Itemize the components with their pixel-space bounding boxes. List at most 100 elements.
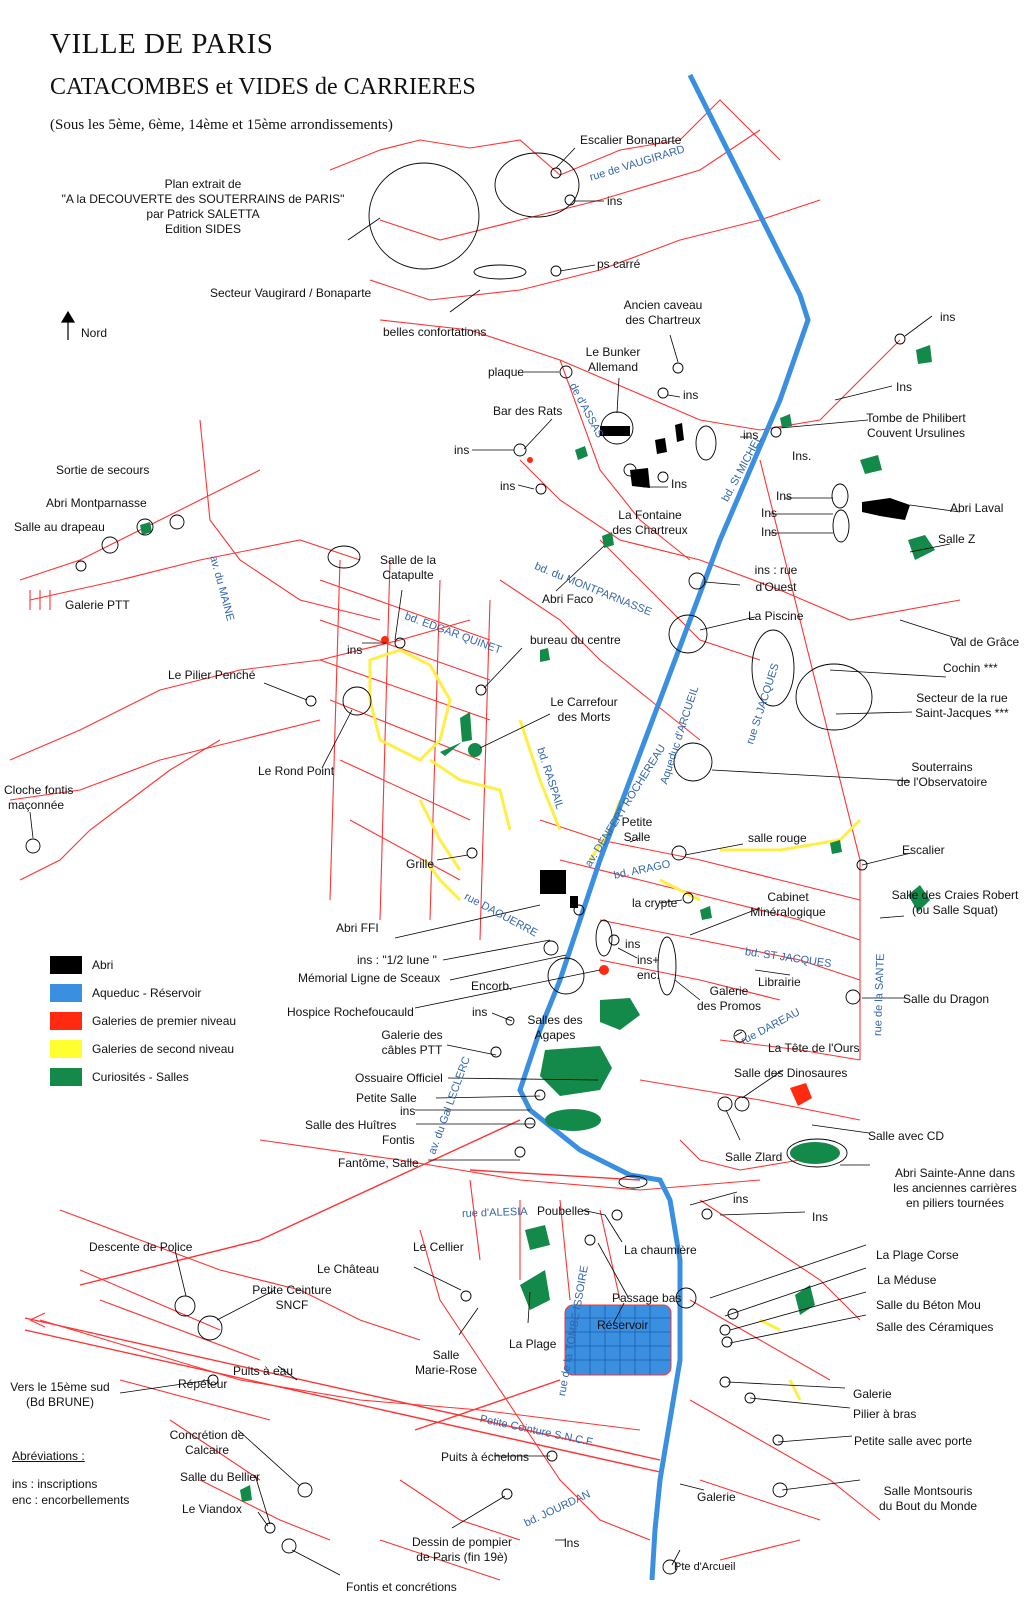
label-ins-left: ins (500, 479, 516, 493)
label-ins-laval-2: Ins (761, 506, 778, 520)
label-petite-salle: Petite Salle (356, 1091, 417, 1105)
label-petite-salle-porte: Petite salle avec porte (854, 1434, 973, 1448)
label-fontaine-2: des Chartreux (612, 523, 688, 537)
legend-item-second-level: Galeries de second niveau (50, 1039, 234, 1059)
label-craies-1: Salle des Craies Robert (891, 888, 1019, 902)
label-cochin: Cochin *** (943, 661, 998, 675)
label-carrefour-1: Le Carrefour (550, 695, 618, 709)
reservoir-grid (564, 1304, 672, 1376)
legend-swatch-first-level (50, 1012, 82, 1030)
label-marie-rose-1: Salle (432, 1348, 460, 1362)
label-fontaine-1: La Fontaine (618, 508, 682, 522)
label-la-piscine: La Piscine (748, 609, 804, 623)
label-petite-salle-2: Salle (623, 830, 651, 844)
label-petite-salle-1: Petite (621, 815, 653, 829)
label-fantome: Fantôme, Salle (338, 1156, 419, 1170)
label-salle-z: Salle Z (938, 532, 976, 546)
legend-swatch-aqueduc (50, 984, 82, 1002)
label-observatoire-1: Souterrains (911, 760, 973, 774)
label-tombe-1: Tombe de Philibert (866, 411, 966, 425)
street-alesia: rue d'ALESIA (461, 1205, 528, 1220)
label-ins-ouest-2: d'Ouest (755, 580, 797, 594)
abbreviation-enc: enc : encorbellements (12, 1493, 130, 1507)
label-agapes-1: Salles des (527, 1013, 583, 1027)
label-vers-15-1: Vers le 15ème sud (10, 1380, 110, 1394)
label-agapes-2: Agapes (534, 1028, 576, 1042)
label-ins-stmichel2: Ins. (792, 449, 812, 463)
first-level-galleries (9, 99, 961, 1581)
label-dinosaures: Salle des Dinosaures (734, 1066, 848, 1080)
label-la-plage: La Plage (509, 1337, 557, 1351)
label-cabinet-1: Cabinet (767, 890, 809, 904)
label-sainte-anne-1: Abri Sainte-Anne dans (894, 1166, 1016, 1180)
label-descente-police: Descente de Police (89, 1240, 193, 1254)
label-ins-alesia-1: ins (733, 1192, 749, 1206)
label-ins-ouest-1: ins : rue (754, 563, 798, 577)
label-bunker-2: Allemand (587, 360, 639, 374)
page-title: VILLE DE PARIS (50, 28, 274, 60)
label-memorial: Mémorial Ligne de Sceaux (298, 971, 441, 985)
label-sainte-anne-2: les anciennes carrières (893, 1181, 1017, 1195)
label-pilier-penche: Le Pilier Penché (168, 668, 256, 682)
label-beton-mou: Salle du Béton Mou (876, 1298, 981, 1312)
label-dessin-1: Dessin de pompier (411, 1535, 513, 1549)
label-stjacques-1: Secteur de la rue (916, 691, 1008, 705)
label-la-meduse: La Méduse (877, 1273, 937, 1287)
page-subtitle: CATACOMBES et VIDES de CARRIERES (50, 74, 476, 100)
label-repeteur: Répéteur (178, 1377, 228, 1391)
label-observatoire-2: de l'Observatoire (896, 775, 988, 789)
north-arrow (60, 310, 76, 340)
label-ins-ne: ins (940, 310, 956, 324)
source-line-2: "A la DECOUVERTE des SOUTERRAINS de PARI… (61, 192, 345, 206)
label-dessin-2: de Paris (fin 19è) (416, 1550, 508, 1564)
abbreviation-ins: ins : inscriptions (12, 1477, 98, 1491)
legend-swatch-abri (50, 956, 82, 974)
label-salle-drapeau: Salle au drapeau (14, 520, 105, 534)
legend-label-aqueduc: Aqueduc - Réservoir (92, 986, 202, 1000)
aqueduct-line (517, 73, 811, 1581)
label-ins-bunker: ins (683, 388, 699, 402)
label-ceinture-2: SNCF (275, 1298, 309, 1312)
label-ins-catapulte: ins (347, 643, 363, 657)
label-abri-montparnasse: Abri Montparnasse (46, 496, 147, 510)
label-cabinet-2: Minéralogique (750, 905, 826, 919)
legend-label-first-level: Galeries de premier niveau (92, 1014, 237, 1028)
label-plaque: plaque (488, 365, 525, 379)
abbreviations-title: Abréviations : (12, 1449, 85, 1463)
label-salle-cd: Salle avec CD (868, 1129, 945, 1143)
label-le-chateau: Le Château (317, 1262, 380, 1276)
label-concretion-2: Calcaire (184, 1443, 230, 1457)
label-puits-eau: Puits à eau (233, 1364, 294, 1378)
label-salle-bellier: Salle du Bellier (180, 1470, 261, 1484)
label-ceinture-1: Petite Ceinture (252, 1283, 332, 1297)
label-reservoir: Réservoir (597, 1318, 649, 1332)
legend-item-abri: Abri (50, 955, 113, 975)
label-galerie-reservoir: Galerie (853, 1387, 892, 1401)
label-encorb: Encorb. (471, 979, 513, 993)
legend-label-abri: Abri (92, 958, 114, 972)
label-belles-confortations: belles confortations (383, 325, 487, 339)
label-cables-2: câbles PTT (381, 1043, 443, 1057)
label-stjacques-2: Saint-Jacques *** (915, 706, 1009, 720)
label-promos-2: des Promos (696, 999, 762, 1013)
label-ins-agapes: ins (472, 1005, 488, 1019)
label-ceramiques: Salle des Céramiques (876, 1320, 994, 1334)
label-ins-enc-2: ins+ (637, 953, 660, 967)
label-librairie: Librairie (758, 975, 801, 989)
source-line-4: Edition SIDES (164, 222, 242, 236)
label-bar-des-rats: Bar des Rats (493, 404, 563, 418)
label-ins-laval-1: Ins (776, 489, 793, 503)
label-ins-laval-3: Ins (761, 525, 778, 539)
label-salle-rouge: salle rouge (748, 831, 807, 845)
label-abri-ffi: Abri FFI (336, 921, 379, 935)
label-val-de-grace: Val de Grâce (950, 635, 1020, 649)
label-puits-echelons: Puits à échelons (441, 1450, 530, 1464)
label-sainte-anne-3: en piliers tournées (905, 1196, 1005, 1210)
label-pte-arcueil: Pte d'Arcueil (674, 1561, 736, 1573)
source-line-1: Plan extrait de (164, 177, 242, 191)
label-la-crypte: la crypte (632, 896, 678, 910)
label-montsouris-2: du Bout du Monde (878, 1499, 978, 1513)
label-ins-enc-1: ins (625, 937, 641, 951)
label-promos-1: Galerie (709, 984, 749, 998)
legend-label-curiosites: Curiosités - Salles (92, 1070, 189, 1084)
